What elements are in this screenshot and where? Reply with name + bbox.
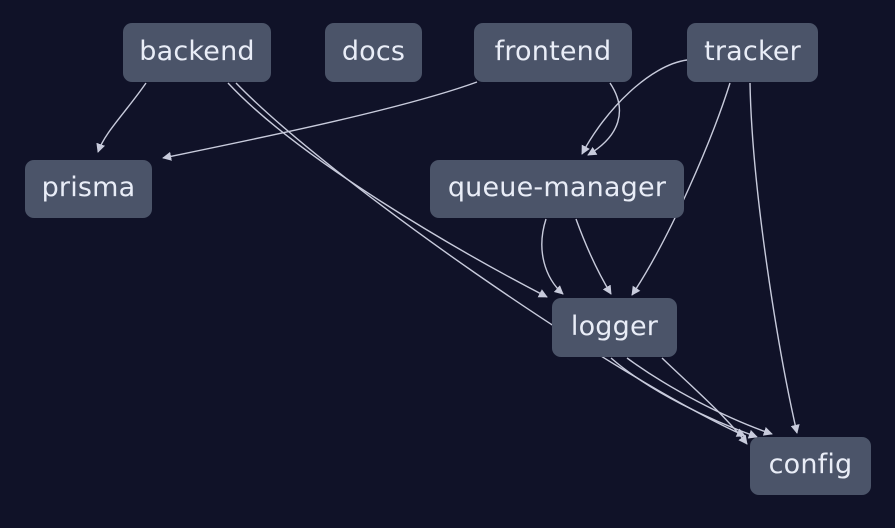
node-label-queue-manager: queue-manager — [447, 172, 667, 203]
node-docs[interactable]: docs — [325, 23, 422, 82]
edge-frontend-prisma[interactable] — [162, 81, 478, 161]
edge-tracker-logger[interactable] — [631, 82, 731, 296]
node-label-prisma: prisma — [41, 172, 136, 203]
node-frontend[interactable]: frontend — [474, 23, 632, 82]
edge-frontend-queuemanager[interactable] — [587, 82, 620, 156]
edge-logger-config-b[interactable] — [626, 357, 773, 436]
edge-tracker-config[interactable] — [749, 82, 800, 434]
node-label-logger: logger — [570, 310, 659, 342]
node-label-frontend: frontend — [494, 35, 612, 67]
node-tracker[interactable]: tracker — [687, 23, 818, 82]
node-label-docs: docs — [341, 35, 406, 67]
node-logger[interactable]: logger — [552, 298, 677, 357]
node-label-config: config — [768, 449, 853, 480]
edge-tracker-queuemanager[interactable] — [581, 59, 688, 155]
edge-logger-config-a[interactable] — [610, 357, 758, 439]
node-queue-manager[interactable]: queue-manager — [430, 160, 684, 218]
edge-backend-config[interactable] — [235, 82, 746, 437]
node-label-backend: backend — [139, 35, 255, 67]
node-label-tracker: tracker — [704, 35, 801, 67]
edge-backend-logger[interactable] — [227, 82, 548, 298]
edge-queuemanager-logger-b[interactable] — [575, 218, 612, 295]
node-backend[interactable]: backend — [123, 23, 271, 82]
edge-logger-config-c[interactable] — [661, 357, 748, 445]
edge-backend-prisma[interactable] — [96, 82, 147, 153]
node-config[interactable]: config — [750, 437, 871, 495]
edge-queuemanager-logger-a[interactable] — [541, 218, 564, 295]
node-prisma[interactable]: prisma — [25, 160, 152, 218]
